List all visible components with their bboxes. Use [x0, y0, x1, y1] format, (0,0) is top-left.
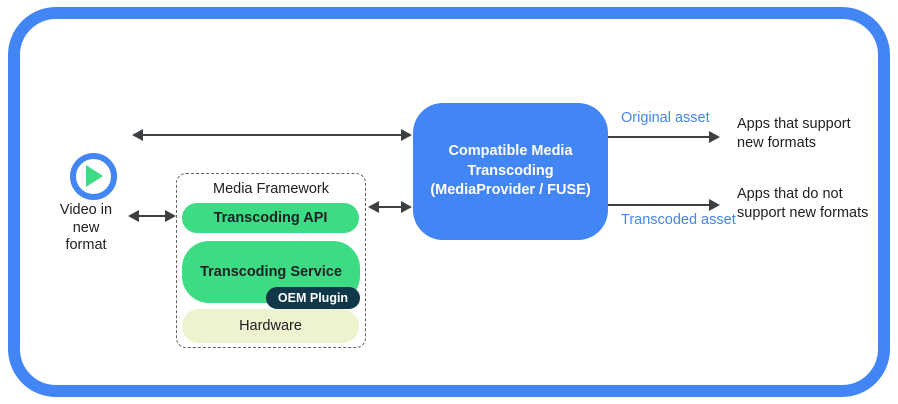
apps-support-new-formats-label: Apps that support new formats [737, 115, 851, 152]
arrowhead-right-icon [401, 201, 412, 213]
video-source-label: Video in new format [40, 202, 132, 255]
hardware-label: Hardware [239, 318, 302, 334]
oem-plugin-layer: OEM Plugin [266, 287, 360, 309]
arrow-transcoded-asset [608, 199, 720, 211]
apps-not-support-new-formats-label: Apps that do not support new formats [737, 185, 868, 222]
arrow-line [608, 135, 711, 139]
oem-plugin-label: OEM Plugin [277, 291, 349, 305]
arrowhead-right-icon [165, 210, 176, 222]
hardware-layer: Hardware [182, 309, 359, 343]
arrow-line [608, 203, 711, 207]
video-source-line: Video in [59, 202, 113, 218]
arrow-original-asset [608, 131, 720, 143]
original-asset-label: Original asset [621, 110, 710, 126]
apps-support-line: new formats [737, 134, 816, 151]
arrow-line [141, 133, 403, 137]
video-source-line: format [65, 237, 107, 253]
apps-support-line: Apps that support [737, 116, 851, 132]
transcoder-line: (MediaProvider / FUSE) [430, 182, 591, 199]
arrowhead-right-icon [709, 199, 720, 211]
transcoding-api-label: Transcoding API [213, 210, 328, 226]
media-framework-title: Media Framework [212, 181, 330, 197]
transcoding-service-label: Transcoding Service [200, 264, 342, 280]
play-triangle-icon [86, 165, 103, 187]
transcoder-line: Compatible Media [448, 143, 573, 160]
arrow-video-to-framework [128, 210, 176, 222]
arrowhead-left-icon [132, 129, 143, 141]
video-source-line: new [72, 219, 100, 236]
apps-not-support-line: Apps that do not [737, 186, 843, 202]
arrowhead-left-icon [128, 210, 139, 222]
transcoding-api-layer: Transcoding API [182, 203, 359, 233]
transcoder-line: Transcoding [467, 162, 554, 179]
arrow-framework-to-transcoder [368, 201, 412, 213]
arrowhead-right-icon [401, 129, 412, 141]
diagram-border [8, 7, 890, 397]
apps-not-support-line: support new formats [737, 204, 869, 221]
media-framework-box: Media Framework Transcoding API Transcod… [176, 173, 366, 348]
arrow-line [137, 214, 167, 218]
transcoded-asset-label: Transcoded asset [621, 212, 736, 228]
play-icon [70, 153, 117, 200]
arrow-source-to-transcoder [132, 129, 412, 141]
compatible-media-transcoding-box: Compatible Media Transcoding (MediaProvi… [413, 103, 608, 240]
arrow-line [377, 205, 403, 209]
arrowhead-left-icon [368, 201, 379, 213]
arrowhead-right-icon [709, 131, 720, 143]
